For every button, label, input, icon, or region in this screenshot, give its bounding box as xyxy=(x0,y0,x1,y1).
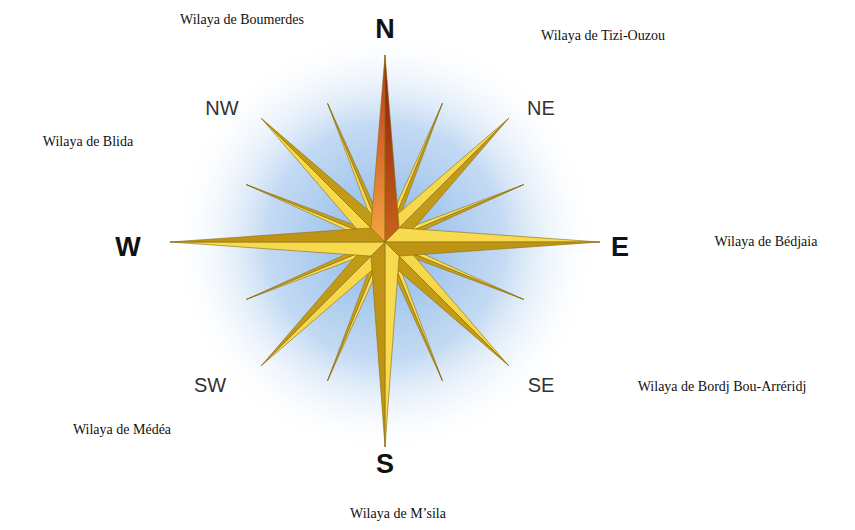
direction-letter: SW xyxy=(194,374,226,396)
direction-letter: SE xyxy=(528,374,555,396)
star-point xyxy=(371,55,385,242)
cardinal-letter: S xyxy=(376,450,394,480)
region-label: Wilaya de Blida xyxy=(43,134,133,149)
star-point xyxy=(385,118,509,242)
star-point xyxy=(385,118,509,242)
region-label: Wilaya de Médéa xyxy=(73,422,171,437)
cardinal-letter: E xyxy=(611,233,629,263)
star-points xyxy=(170,55,600,447)
star-point xyxy=(261,118,385,242)
direction-letter: NE xyxy=(527,97,555,119)
region-label: Wilaya de M’sila xyxy=(350,506,446,521)
star-point xyxy=(261,242,385,366)
region-label: Wilaya de Bordj Bou-Arréridj xyxy=(638,379,807,394)
star-point xyxy=(385,242,509,366)
star-point xyxy=(170,242,385,256)
star-point xyxy=(385,242,399,447)
star-point xyxy=(385,55,399,242)
region-label: Wilaya de Tizi-Ouzou xyxy=(541,28,665,43)
cardinal-letter: W xyxy=(115,233,140,263)
star-point xyxy=(170,228,385,242)
cardinal-letter: N xyxy=(375,15,395,45)
star-point xyxy=(385,242,509,366)
blue-glow xyxy=(170,27,600,457)
star-point xyxy=(261,118,385,242)
region-label: Wilaya de Boumerdes xyxy=(180,12,304,27)
star-point xyxy=(385,242,600,256)
direction-letter: NW xyxy=(205,97,238,119)
star-point xyxy=(371,242,385,447)
region-label: Wilaya de Bédjaia xyxy=(715,234,818,249)
star-point xyxy=(261,242,385,366)
star-point xyxy=(385,228,600,242)
